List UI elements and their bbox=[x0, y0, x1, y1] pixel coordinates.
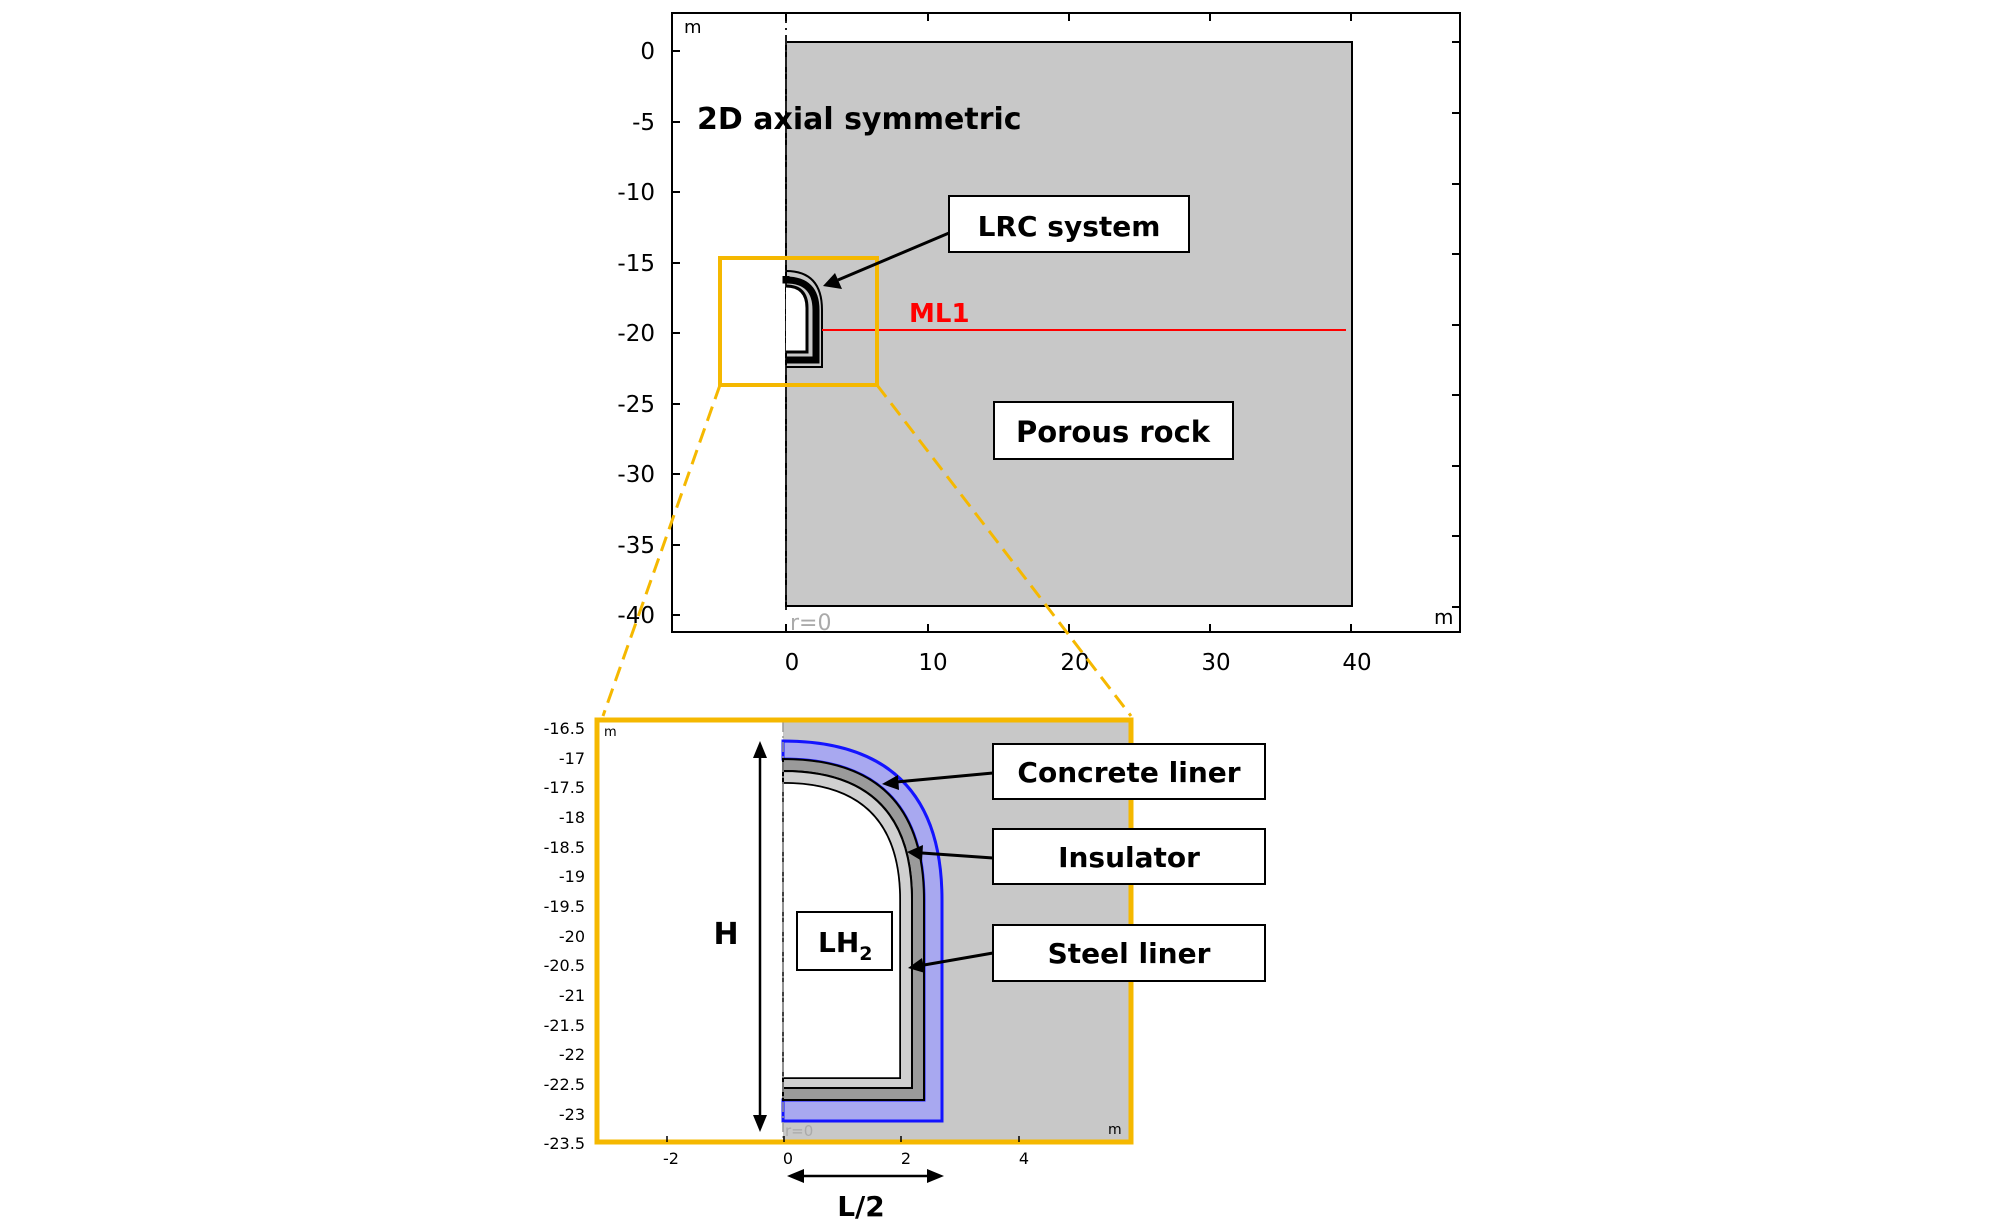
top-panel: m m r=0 0 -5 -10 -15 -20 -25 -30 -35 -40… bbox=[617, 12, 1461, 676]
lrc-callout-box bbox=[948, 195, 1190, 253]
rock-callout-box bbox=[993, 401, 1234, 460]
y-tick-label: -30 bbox=[617, 462, 655, 488]
model-type-label: 2D axial symmetric bbox=[697, 102, 1022, 137]
height-arrow-top bbox=[753, 741, 767, 758]
zoom-x-tick-marks bbox=[666, 1136, 1020, 1142]
lh2-box bbox=[796, 911, 893, 971]
x-tick-label: 4 bbox=[1019, 1149, 1029, 1168]
bottom-panel: m m r=0 -16.5 -17 -17.5 -18 -18.5 -19 -1… bbox=[544, 717, 1266, 1220]
x-tick-label: 40 bbox=[1342, 650, 1371, 676]
height-dimension: H bbox=[713, 741, 767, 1132]
zoom-x-unit: m bbox=[1108, 1122, 1122, 1138]
lrc-arrow-head bbox=[823, 273, 842, 289]
zoom-axis-label: r=0 bbox=[785, 1122, 813, 1140]
x-tick-label: 0 bbox=[785, 650, 800, 676]
y-tick-label: -17.5 bbox=[544, 778, 585, 797]
y-tick-label: -10 bbox=[617, 180, 655, 206]
y-tick-label: -21 bbox=[559, 986, 585, 1005]
rock-callout: Porous rock bbox=[993, 401, 1234, 460]
y-tick-label: 0 bbox=[640, 39, 655, 65]
half-width-arrow-right bbox=[927, 1169, 944, 1183]
y-tick-label: -5 bbox=[632, 110, 655, 136]
y-tick-label: -20 bbox=[559, 927, 585, 946]
half-width-arrow-left bbox=[787, 1169, 804, 1183]
steel-callout: Steel liner bbox=[908, 924, 1266, 982]
y-tick-label: -15 bbox=[617, 251, 655, 277]
x-tick-label: 30 bbox=[1201, 650, 1230, 676]
x-tick-label: 20 bbox=[1060, 650, 1089, 676]
zoom-highlight-box bbox=[718, 256, 879, 387]
y-tick-label: -18 bbox=[559, 808, 585, 827]
y-tick-label: -18.5 bbox=[544, 838, 585, 857]
y-tick-label: -22 bbox=[559, 1045, 585, 1064]
zoom-y-ticks: -16.5 -17 -17.5 -18 -18.5 -19 -19.5 -20 … bbox=[544, 719, 585, 1153]
lh2-subscript: 2 bbox=[859, 943, 872, 965]
x-tick-label: -2 bbox=[663, 1149, 679, 1168]
top-y-ticks: 0 -5 -10 -15 -20 -25 -30 -35 -40 bbox=[617, 39, 1460, 629]
porous-rock-domain bbox=[785, 41, 1353, 607]
y-tick-label: -35 bbox=[617, 533, 655, 559]
cavern-outline-thin bbox=[785, 270, 823, 368]
insulator-arrow-head bbox=[907, 845, 923, 861]
top-x-ticks: 0 10 20 30 40 bbox=[785, 13, 1372, 676]
zoom-y-unit: m bbox=[604, 725, 617, 740]
lh2-main: LH bbox=[818, 926, 859, 959]
steel-callout-box bbox=[992, 924, 1266, 982]
y-tick-label: -25 bbox=[617, 392, 655, 418]
y-tick-label: -20.5 bbox=[544, 956, 585, 975]
steel-arrow-line bbox=[923, 951, 994, 967]
y-tick-label: -20 bbox=[617, 321, 655, 347]
x-tick-label: 2 bbox=[901, 1149, 911, 1168]
top-y-unit: m bbox=[684, 17, 702, 38]
half-width-label: L/2 bbox=[837, 1190, 885, 1220]
height-label: H bbox=[713, 917, 738, 952]
y-tick-label: -19 bbox=[559, 867, 585, 886]
steel-callout-label: Steel liner bbox=[1048, 937, 1211, 970]
y-tick-label: -19.5 bbox=[544, 897, 585, 916]
lrc-callout-label: LRC system bbox=[978, 210, 1161, 243]
insulator-callout: Insulator bbox=[907, 828, 1266, 885]
x-tick-label: 10 bbox=[918, 650, 947, 676]
insulator-callout-label: Insulator bbox=[1058, 841, 1200, 874]
cavern-outline-inner bbox=[785, 284, 809, 354]
concrete-arrow-head bbox=[882, 775, 899, 790]
cavern-outline-outer bbox=[782, 276, 820, 364]
y-tick-label: -22.5 bbox=[544, 1075, 585, 1094]
concrete-callout: Concrete liner bbox=[882, 743, 1266, 800]
rock-callout-label: Porous rock bbox=[1016, 415, 1211, 449]
y-tick-label: -17 bbox=[559, 749, 585, 768]
lrc-callout: LRC system bbox=[823, 195, 1190, 289]
zoom-connector-right bbox=[875, 384, 1133, 717]
concrete-callout-label: Concrete liner bbox=[1017, 756, 1240, 789]
lrc-cavern-small bbox=[782, 270, 823, 368]
x-tick-label: 0 bbox=[783, 1149, 793, 1168]
insulator-arrow-line bbox=[921, 851, 994, 860]
lrc-arrow-line bbox=[837, 231, 950, 282]
top-x-unit: m bbox=[1434, 605, 1453, 629]
y-tick-label: -21.5 bbox=[544, 1016, 585, 1035]
lh2-label: LH2 bbox=[818, 926, 873, 965]
steel-arrow-head bbox=[908, 958, 925, 973]
lh2-label-box: LH2 bbox=[796, 911, 893, 971]
ml1-label: ML1 bbox=[909, 299, 970, 329]
height-arrow-bottom bbox=[753, 1115, 767, 1132]
concrete-callout-box bbox=[992, 743, 1266, 800]
zoom-x-ticks: -2 0 2 4 bbox=[663, 1136, 1029, 1168]
y-tick-label: -23.5 bbox=[544, 1134, 585, 1153]
top-axis-label: r=0 bbox=[790, 611, 831, 636]
y-tick-label: -16.5 bbox=[544, 719, 585, 738]
y-tick-label: -23 bbox=[559, 1105, 585, 1124]
top-x-tick-marks bbox=[785, 13, 1352, 632]
concrete-arrow-line bbox=[895, 771, 994, 784]
zoom-connector-left bbox=[601, 384, 722, 717]
half-width-dimension: L/2 bbox=[787, 1169, 944, 1220]
top-y-tick-marks bbox=[672, 41, 1460, 616]
